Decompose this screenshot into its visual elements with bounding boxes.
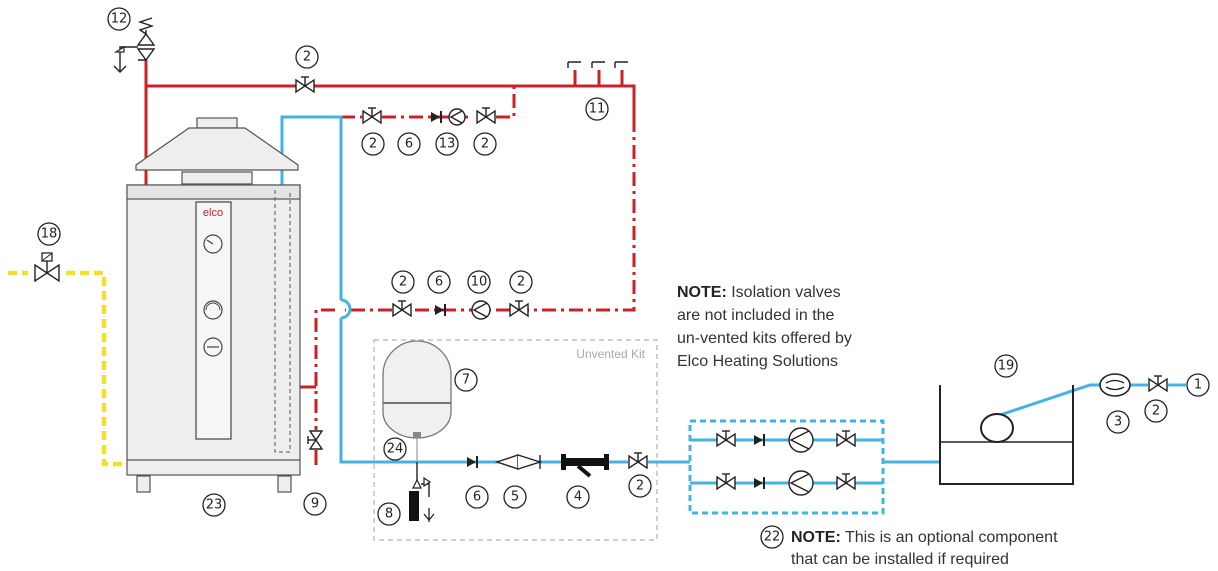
- svg-text:2: 2: [481, 137, 489, 152]
- draw-off-taps: [567, 61, 628, 68]
- callout-11: 11: [585, 97, 609, 121]
- break-tank: [939, 385, 1074, 485]
- svg-text:2: 2: [369, 137, 377, 152]
- svg-text:13: 13: [439, 137, 456, 152]
- callout-24: 24: [383, 437, 407, 461]
- check-valves: [431, 111, 765, 489]
- svg-text:6: 6: [435, 275, 443, 290]
- callout-12: 12: [107, 7, 131, 31]
- svg-text:NOTE: This is an optional comp: NOTE: This is an optional component: [791, 529, 1058, 546]
- callout-19: 19: [994, 354, 1018, 378]
- svg-text:2: 2: [636, 479, 644, 494]
- callout-10: 10: [467, 270, 491, 294]
- solenoid-valve: [34, 252, 60, 283]
- callout-13: 13: [435, 132, 459, 156]
- svg-text:18: 18: [41, 227, 58, 242]
- note-isolation-bold: NOTE:: [677, 284, 727, 301]
- svg-text:22: 22: [764, 530, 781, 545]
- expansion-vessel: [382, 340, 452, 462]
- callout-7: 7: [454, 368, 478, 392]
- callout-22: 22: [760, 525, 784, 549]
- callout-2-c: 2: [391, 270, 415, 294]
- callout-3: 3: [1106, 410, 1130, 434]
- svg-text:NOTE: Isolation valves: NOTE: Isolation valves: [677, 284, 841, 301]
- note-optional-component: NOTE: This is an optional component that…: [791, 529, 1058, 568]
- svg-text:19: 19: [998, 359, 1015, 374]
- pressure-relief-valve: [113, 17, 156, 73]
- water-heater: elco: [126, 117, 301, 493]
- svg-text:4: 4: [574, 490, 582, 505]
- callout-5: 5: [503, 485, 527, 509]
- callout-2-d: 2: [509, 270, 533, 294]
- note-isolation-valves: NOTE: Isolation valves are not included …: [677, 284, 852, 370]
- unvented-kit-box: [373, 339, 658, 541]
- svg-text:9: 9: [311, 497, 319, 512]
- callout-8: 8: [377, 502, 401, 526]
- callout-9: 9: [303, 492, 327, 516]
- svg-text:3: 3: [1114, 415, 1122, 430]
- callout-2-e: 2: [628, 474, 652, 498]
- svg-text:10: 10: [471, 275, 488, 290]
- svg-text:24: 24: [387, 442, 404, 457]
- note-isolation-line2: are not included in the: [677, 307, 835, 324]
- note-optional-line1: This is an optional component: [841, 529, 1058, 546]
- water-meter: [1099, 373, 1131, 397]
- expansion-relief-valve: [409, 462, 435, 522]
- note-isolation-line3: un-vented kits offered by: [677, 330, 852, 347]
- strainer: [561, 454, 609, 478]
- svg-text:5: 5: [511, 490, 519, 505]
- pumps: [448, 108, 814, 496]
- callout-2-f: 2: [1144, 399, 1168, 423]
- note-isolation-line1: Isolation valves: [727, 284, 841, 301]
- note-optional-line2: that can be installed if required: [791, 551, 1009, 568]
- callout-2-b: 2: [473, 132, 497, 156]
- svg-text:6: 6: [405, 137, 413, 152]
- pressure-reducing-valve: [494, 454, 543, 470]
- yellow-line: [8, 270, 126, 467]
- callout-6-b: 6: [427, 270, 451, 294]
- callout-1: 1: [1186, 373, 1210, 397]
- svg-text:11: 11: [589, 102, 606, 117]
- callout-2-top: 2: [295, 45, 319, 69]
- callout-6-c: 6: [465, 485, 489, 509]
- svg-text:23: 23: [206, 498, 223, 513]
- svg-text:2: 2: [1152, 404, 1160, 419]
- svg-text:2: 2: [303, 50, 311, 65]
- callout-4: 4: [566, 485, 590, 509]
- note-optional-bold: NOTE:: [791, 529, 841, 546]
- hot-water-lines: [144, 60, 636, 465]
- svg-text:8: 8: [385, 507, 393, 522]
- svg-text:12: 12: [111, 12, 128, 27]
- callout-2-a: 2: [361, 132, 385, 156]
- note-isolation-line4: Elco Heating Solutions: [677, 353, 838, 370]
- svg-text:6: 6: [473, 490, 481, 505]
- unvented-kit-label: Unvented Kit: [576, 347, 645, 361]
- callout-18: 18: [37, 222, 61, 246]
- optional-pump-box: [688, 419, 885, 515]
- svg-text:1: 1: [1194, 378, 1202, 393]
- isolation-valves: [295, 76, 1168, 491]
- callout-23: 23: [202, 493, 226, 517]
- brand-label: elco: [203, 207, 223, 219]
- svg-text:2: 2: [399, 275, 407, 290]
- svg-text:7: 7: [462, 373, 470, 388]
- callout-6-a: 6: [397, 132, 421, 156]
- svg-text:2: 2: [517, 275, 525, 290]
